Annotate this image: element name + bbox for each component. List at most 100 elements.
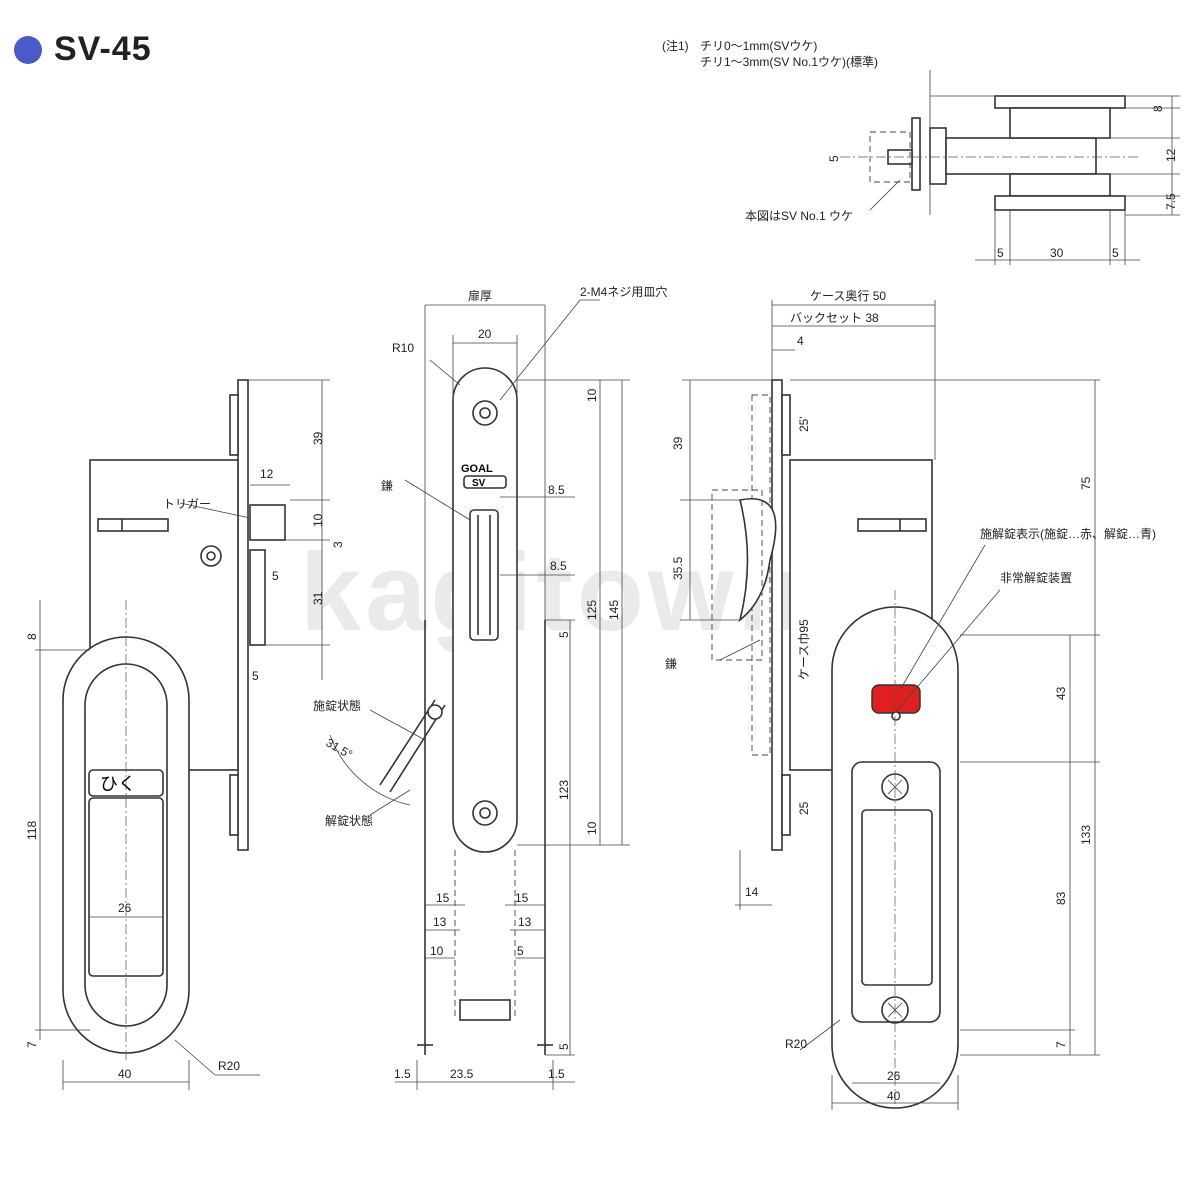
label-backset: バックセット 38 xyxy=(790,311,879,325)
back-dim-133: 133 xyxy=(1079,825,1093,845)
note-prefix: (注1) xyxy=(662,38,689,53)
front-dim-10: 10 xyxy=(311,513,325,527)
label-emergency: 非常解錠装置 xyxy=(1000,570,1072,585)
front-dim-7: 7 xyxy=(25,1041,39,1048)
label-unlocked-state: 解錠状態 xyxy=(325,813,373,828)
side-dim-10-bot: 10 xyxy=(585,821,599,835)
side-dim-20: 20 xyxy=(478,327,492,341)
side-dim-13-l: 13 xyxy=(433,915,447,929)
label-case-depth: ケース奥行 50 xyxy=(810,289,886,303)
side-dim-5-r: 5 xyxy=(517,944,524,958)
back-dim-75: 75 xyxy=(1079,476,1093,490)
front-trigger-slot xyxy=(249,549,266,646)
front-dim-39: 39 xyxy=(311,431,325,445)
back-view: ケース奥行 50 バックセット 38 鎌 ケース巾95 施解錠表示(施錠…赤、解… xyxy=(665,289,1156,1110)
strike-dim-30: 30 xyxy=(1050,246,1064,260)
back-dim-14: 14 xyxy=(745,885,759,899)
strike-dim-8: 8 xyxy=(1151,105,1165,112)
strike-flange xyxy=(929,127,947,185)
side-dim-15-r: 15 xyxy=(515,891,529,905)
front-dim-5-b: 5 xyxy=(252,669,259,683)
back-dim-39: 39 xyxy=(671,436,685,450)
side-knob xyxy=(459,999,511,1021)
back-dim-83: 83 xyxy=(1054,891,1068,905)
front-dim-40: 40 xyxy=(118,1067,132,1081)
back-dim-7: 7 xyxy=(1054,1041,1068,1048)
side-dim-10-top: 10 xyxy=(585,388,599,402)
back-dashed-hook-area xyxy=(711,489,763,661)
strike-body xyxy=(945,137,1097,175)
label-indicator: 施解錠表示(施錠…赤、解錠…青) xyxy=(980,526,1156,541)
watermark: kagitown xyxy=(300,531,809,654)
label-locked-state: 施錠状態 xyxy=(313,698,361,713)
front-slot xyxy=(97,518,169,532)
front-handle-outer xyxy=(62,636,190,1054)
title-bullet-icon xyxy=(14,35,42,64)
back-handle-inner xyxy=(851,761,941,1023)
side-hook-slot xyxy=(469,509,499,641)
side-dim-8-5-a: 8.5 xyxy=(548,483,565,497)
back-hook xyxy=(738,498,777,623)
back-faceplate xyxy=(771,379,783,851)
strike-view: 8 12 7.5 5 5 30 5 本図はSV No.1 ウケ xyxy=(745,70,1180,265)
front-handle-text: ひく xyxy=(100,774,136,794)
back-dim-25-bot: 25 xyxy=(797,801,811,815)
title-block: SV-45 xyxy=(14,30,152,69)
side-view: GOAL SV xyxy=(313,284,667,1090)
front-dim-31: 31 xyxy=(311,591,325,605)
label-door-thickness: 扉厚 xyxy=(468,289,492,303)
side-screw-top xyxy=(472,400,498,426)
lock-indicator xyxy=(871,684,921,714)
side-dim-23-5: 23.5 xyxy=(450,1067,474,1081)
side-dim-1-5-l: 1.5 xyxy=(394,1067,411,1081)
label-r10: R10 xyxy=(392,341,414,355)
front-tab-bottom xyxy=(229,774,239,836)
strike-dim-5-a: 5 xyxy=(997,246,1004,260)
side-dim-1-5-r: 1.5 xyxy=(548,1067,565,1081)
back-dim-25-top: 25' xyxy=(797,416,811,432)
side-dim-5-bot: 5 xyxy=(557,1043,571,1050)
side-dim-13-r: 13 xyxy=(518,915,532,929)
strike-dim-5-b: 5 xyxy=(1112,246,1119,260)
strike-dim-7-5: 7.5 xyxy=(1164,193,1178,210)
side-dim-145: 145 xyxy=(607,600,621,620)
front-dim-5-a: 5 xyxy=(272,569,279,583)
label-hook-back: 鎌 xyxy=(665,656,677,671)
strike-dim-5-left: 5 xyxy=(827,155,841,162)
note-line-2: チリ1～3mm(SV No.1ウケ)(標準) xyxy=(700,54,878,69)
side-dim-5-mid: 5 xyxy=(557,631,571,638)
strike-dim-12: 12 xyxy=(1164,148,1178,162)
emergency-release xyxy=(891,711,901,721)
front-trigger xyxy=(249,504,286,541)
front-dim-8: 8 xyxy=(25,633,39,640)
strike-top-flange xyxy=(994,95,1126,109)
notes-block: (注1) チリ0～1mm(SVウケ) チリ1～3mm(SV No.1ウケ)(標準… xyxy=(662,38,878,69)
back-dim-26: 26 xyxy=(887,1069,901,1083)
back-slot xyxy=(857,518,927,532)
front-dim-118: 118 xyxy=(25,821,39,840)
front-dim-3: 3 xyxy=(331,541,345,548)
back-tab-top xyxy=(781,394,791,456)
side-dim-125: 125 xyxy=(585,600,599,620)
strike-dashed-box xyxy=(869,131,911,183)
back-dim-35-5: 35.5 xyxy=(671,556,685,580)
strike-bottom-flange xyxy=(994,195,1126,211)
side-screw-bottom xyxy=(472,800,498,826)
label-screw-hole: 2-M4ネジ用皿穴 xyxy=(580,284,667,299)
front-faceplate xyxy=(237,379,249,851)
side-logo-mark: SV xyxy=(472,478,486,489)
back-dim-r20: R20 xyxy=(785,1037,807,1051)
label-hook-side: 鎌 xyxy=(381,478,393,493)
side-dim-123: 123 xyxy=(557,780,571,800)
side-dim-10-l: 10 xyxy=(430,944,444,958)
page-title: SV-45 xyxy=(54,30,152,68)
side-dim-15-l: 15 xyxy=(436,891,450,905)
back-dim-4: 4 xyxy=(797,334,804,348)
front-view: ひく 39 12 10 3 5 31 5 8 118 26 7 40 R20 ト… xyxy=(25,379,345,1090)
front-dim-26: 26 xyxy=(118,901,132,915)
label-angle: 31.5° xyxy=(324,735,356,761)
side-dim-8-5-b: 8.5 xyxy=(550,559,567,573)
label-case-width: ケース巾95 xyxy=(797,619,811,680)
strike-bottom-block xyxy=(1009,173,1111,197)
